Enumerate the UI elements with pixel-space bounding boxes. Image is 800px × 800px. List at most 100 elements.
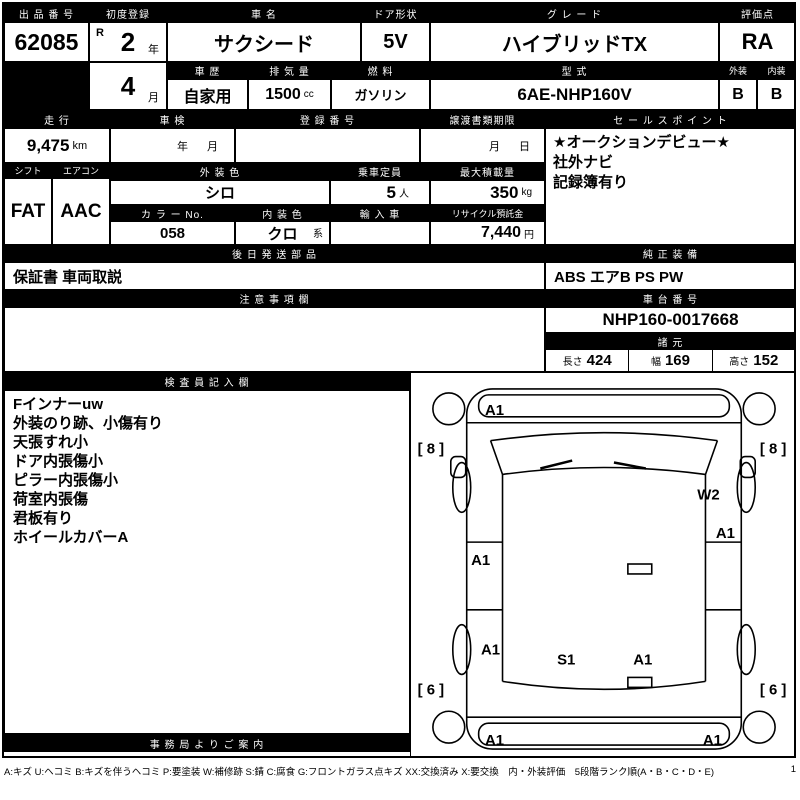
recycle-deposit-header: リサイクル預託金 [430,205,545,221]
fuel-header: 燃 料 [331,62,430,79]
registration-number-value [235,128,420,163]
era-label: R [96,27,104,39]
diagram-annotation: A1 [633,651,652,668]
mileage-unit: km [72,139,88,152]
shift-value: FAT [4,178,52,245]
transfer-deadline-value: 月 日 [420,128,545,163]
diagram-annotation: S1 [557,651,575,668]
sales-point-line: 社外ナビ [553,154,614,171]
exterior-color-header: 外 装 色 [110,163,330,180]
max-load-unit: kg [521,187,532,198]
displacement-cell: 1500 cc [248,79,331,110]
year-unit-label: 年 [148,44,159,56]
caution-header: 注 意 事 項 欄 [4,290,545,307]
diagram-annotation: A1 [471,552,490,569]
first-registration-month-cell: 4 月 [89,62,167,110]
exterior-score-value: B [719,79,757,110]
capacity-header: 乗車定員 [330,163,430,180]
legend-page-number: 1 [790,764,796,775]
displacement-header: 排 気 量 [248,62,331,79]
length-label: 長さ [562,357,583,368]
height-value: 152 [753,352,779,369]
auction-number-value: 62085 [4,22,89,62]
interior-color-header: 内 装 色 [235,205,330,221]
model-code-value: 6AE-NHP160V [430,79,719,110]
capacity-value: 5 [386,182,396,202]
recycle-deposit-cell: 7,440 円 [430,221,545,245]
height-cell: 高さ 152 [713,350,795,371]
max-load-cell: 350 kg [430,180,545,205]
max-load-header: 最大積載量 [430,163,545,180]
inspector-note-line: 君板有り [13,510,74,527]
history-value: 自家用 [167,79,248,110]
registration-number-header: 登 録 番 号 [235,110,420,128]
inspector-note-line: Fインナーuw [13,396,103,413]
car-name-value: サクシード [167,22,361,62]
first-registration-month: 4 [120,70,136,101]
dimensions-row: 長さ 424 幅 169 高さ 152 [545,349,796,372]
inspector-note-line: ホイールカバーA [13,529,129,546]
diagram-annotation: W2 [697,486,719,503]
sales-point-line: 記録簿有り [553,174,629,191]
mileage-cell: 9,475 km [4,128,110,163]
height-label: 高さ [729,357,750,368]
inspector-note-line: 荷室内張傷 [13,491,89,508]
later-shipping-parts-header: 後 日 発 送 部 品 [4,245,545,262]
diagram-annotation: [ 8 ] [760,441,787,458]
transfer-deadline-header: 譲渡書類期限 [420,110,545,128]
caution-box [4,307,545,372]
width-label: 幅 [650,357,661,368]
sales-point-line: ★オークションデビュー★ [553,134,730,151]
interior-color-suffix: 系 [313,229,323,240]
shift-header: シフト [4,163,52,178]
first-registration-year-cell: R 2 年 [89,22,167,62]
history-header: 車 歴 [167,62,248,79]
diagram-annotation: [ 8 ] [418,441,445,458]
diagram-annotation: A1 [481,642,500,659]
capacity-unit: 人 [399,189,409,200]
diagram-annotation: [ 6 ] [418,681,445,698]
inspector-note-line: ピラー内張傷小 [13,472,119,489]
color-number-value: 058 [110,221,235,245]
grade-value: ハイブリッドTX [430,22,719,62]
sales-point-header: セ ー ル ス ポ イ ン ト [545,110,796,128]
inspector-notes-header: 検 査 員 記 入 欄 [4,372,410,390]
interior-score-header: 内装 [757,62,796,79]
diagram-annotation: A1 [716,525,735,542]
genuine-equipment-header: 純 正 装 備 [545,245,796,262]
first-registration-header: 初度登録 [89,4,167,22]
later-shipping-parts-value: 保証書 車両取説 [4,262,545,290]
auction-number-header: 出 品 番 号 [4,4,89,22]
diagram-annotation: A1 [485,732,504,749]
width-cell: 幅 169 [629,350,713,371]
diagram-annotation: A1 [703,732,722,749]
chassis-number-header: 車 台 番 号 [545,290,796,307]
genuine-equipment-value: ABS エアB PS PW [545,262,796,290]
aircon-value: AAC [52,178,110,245]
door-shape-value: 5V [361,22,430,62]
diagram-annotation: [ 6 ] [760,681,787,698]
import-value [330,221,430,245]
inspector-note-line: ドア内張傷小 [13,453,104,470]
office-information-header: 事 務 局 よ り ご 案 内 [4,734,410,752]
month-unit-label: 月 [148,92,159,104]
mileage-header: 走 行 [4,110,110,128]
exterior-color-value: シロ [110,180,330,205]
exterior-score-header: 外装 [719,62,757,79]
length-cell: 長さ 424 [546,350,630,371]
inspector-note-line: 天張すれ小 [13,434,89,451]
filled-black-box [4,62,89,110]
displacement-value: 1500 [265,85,301,103]
score-header: 評価点 [719,4,796,22]
aircon-header: エアコン [52,163,110,178]
capacity-cell: 5 人 [330,180,430,205]
door-shape-header: ドア形状 [361,4,430,22]
displacement-unit: cc [303,89,314,100]
interior-color-cell: クロ 系 [235,221,330,245]
car-name-header: 車 名 [167,4,361,22]
